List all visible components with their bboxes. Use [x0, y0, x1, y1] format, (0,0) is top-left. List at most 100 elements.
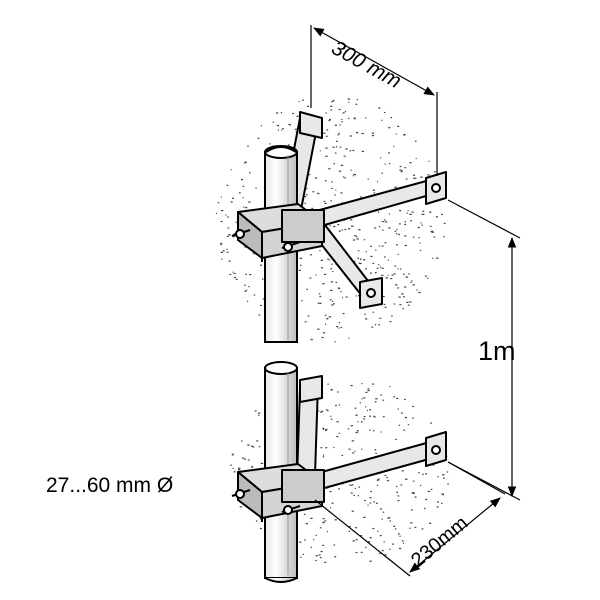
wall-speckle [338, 288, 340, 290]
wall-speckle [397, 125, 400, 127]
wall-speckle [369, 409, 371, 411]
wall-speckle [322, 518, 325, 520]
wall-speckle [233, 471, 236, 473]
wall-speckle [327, 383, 329, 385]
wall-speckle [341, 454, 344, 457]
wall-speckle [232, 197, 234, 199]
wall-speckle [322, 283, 325, 285]
wall-speckle [322, 522, 325, 524]
wall-speckle [353, 494, 355, 496]
wall-speckle [343, 155, 346, 157]
wall-speckle [358, 250, 360, 252]
wall-speckle [341, 118, 343, 121]
wall-speckle [241, 440, 243, 442]
wall-speckle [388, 152, 390, 154]
wall-speckle [398, 233, 400, 235]
wall-speckle [315, 534, 317, 536]
wall-speckle [377, 181, 378, 183]
wall-speckle [414, 496, 417, 498]
wall-speckle [360, 196, 362, 198]
wall-speckle [332, 146, 335, 148]
wall-speckle [304, 539, 306, 541]
wall-speckle [427, 174, 430, 176]
wall-speckle [329, 299, 332, 301]
wall-speckle [350, 219, 353, 221]
wall-speckle [384, 554, 387, 556]
wall-speckle [328, 168, 331, 170]
wall-speckle [381, 274, 384, 276]
wall-speckle [358, 486, 361, 488]
wall-speckle [343, 219, 345, 222]
wall-speckle [247, 145, 249, 147]
wall-speckle [252, 253, 255, 255]
wall-speckle [379, 317, 382, 319]
wall-speckle [396, 491, 399, 493]
wall-speckle [399, 304, 402, 306]
wall-speckle [337, 421, 339, 423]
wall-speckle [364, 500, 366, 502]
wall-speckle [391, 274, 394, 276]
wall-speckle [336, 391, 339, 393]
wall-speckle [390, 278, 393, 280]
wall-speckle [258, 446, 261, 448]
wall-speckle [322, 332, 325, 334]
wall-speckle [329, 491, 332, 493]
wall-speckle [382, 399, 385, 401]
wall-speckle [238, 467, 241, 469]
wall-speckle [363, 397, 366, 399]
wall-speckle [315, 274, 317, 276]
wall-speckle [369, 272, 372, 274]
wall-speckle [320, 550, 323, 553]
wall-speckle [423, 213, 425, 216]
wall-speckle [325, 323, 327, 325]
wall-speckle [412, 284, 415, 286]
wall-speckle [298, 101, 300, 103]
wall-speckle [329, 118, 331, 121]
wall-speckle [227, 227, 230, 229]
wall-speckle [403, 429, 405, 431]
wall-speckle [401, 412, 403, 414]
wall-speckle [381, 518, 383, 520]
wall-speckle [319, 557, 322, 559]
wall-speckle [363, 418, 365, 420]
wall-speckle [378, 245, 380, 247]
wall-speckle [390, 117, 392, 119]
wall-speckle [374, 324, 377, 326]
wall-speckle [344, 111, 346, 113]
wall-speckle [244, 284, 246, 286]
wall-speckle [255, 187, 257, 189]
wall-speckle [309, 277, 312, 279]
wall-speckle [365, 406, 367, 408]
wall-speckle [344, 177, 346, 179]
wall-speckle [315, 555, 318, 557]
wall-speckle [397, 495, 400, 497]
wall-speckle [358, 229, 361, 231]
wall-speckle [365, 268, 367, 270]
wall-speckle [225, 214, 227, 216]
wall-speckle [324, 561, 327, 563]
wall-speckle [389, 520, 391, 522]
wall-speckle [247, 444, 250, 446]
wall-speckle [404, 244, 407, 247]
wall-speckle [378, 107, 381, 109]
wall-speckle [349, 135, 352, 137]
wall-speckle [333, 163, 335, 165]
wall-speckle [380, 266, 382, 268]
wall-speckle [405, 478, 408, 480]
wall-speckle [369, 537, 372, 539]
wall-speckle [324, 429, 327, 432]
wall-speckle [348, 337, 350, 339]
wall-speckle [401, 470, 404, 472]
wall-speckle [345, 296, 348, 298]
wall-speckle [349, 150, 352, 152]
wall-speckle [229, 273, 232, 276]
wall-speckle [329, 259, 331, 261]
wall-speckle [410, 509, 413, 511]
wall-speckle [226, 251, 229, 253]
wall-speckle [407, 209, 409, 212]
upper-wall-hole-2 [431, 183, 441, 193]
wall-speckle [381, 245, 384, 247]
wall-speckle [357, 421, 359, 423]
wall-speckle [432, 231, 435, 233]
wall-speckle [383, 219, 386, 221]
